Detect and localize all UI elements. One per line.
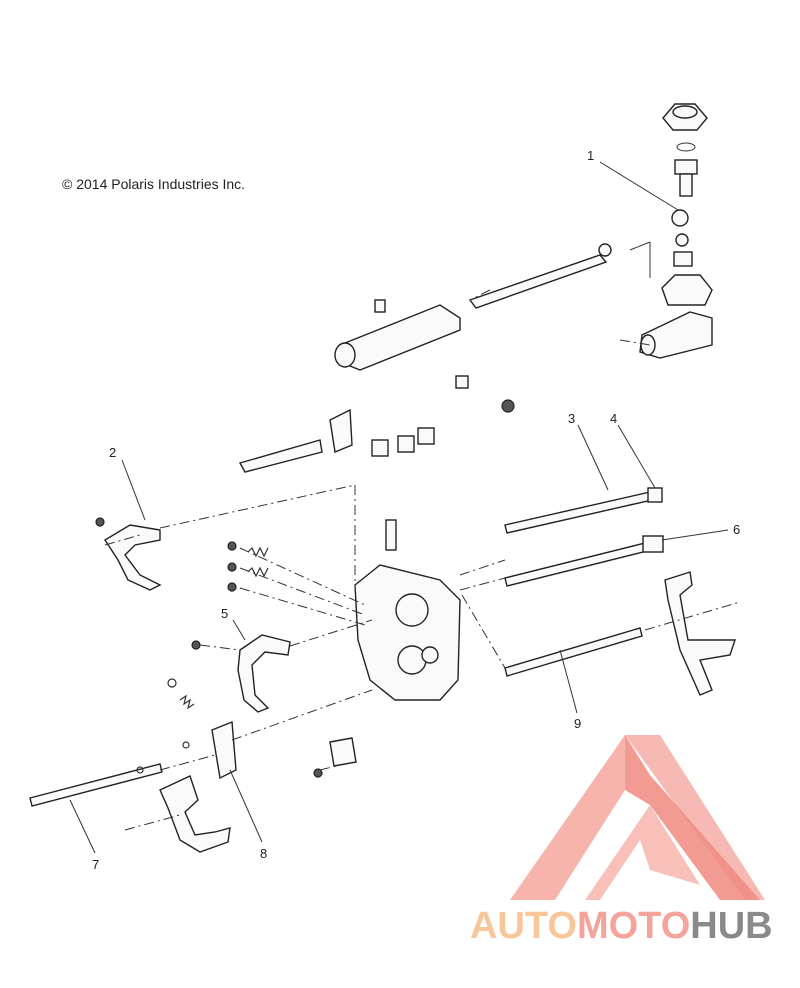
callout-7: 7 xyxy=(92,857,100,872)
shift-fork-right xyxy=(664,571,736,696)
callout-4: 4 xyxy=(610,411,618,426)
automotohub-wordmark: AUTOMOTOHUB xyxy=(470,905,773,948)
shift-fork-lower xyxy=(159,720,237,853)
callout-3: 3 xyxy=(568,411,576,426)
housing-plate xyxy=(354,519,461,701)
callout-5: 5 xyxy=(221,606,229,621)
wordmark-auto: AUTO xyxy=(470,905,577,947)
wordmark-moto: MOTO xyxy=(576,905,691,947)
shift-rails xyxy=(29,487,664,807)
callout-leaders xyxy=(69,161,729,854)
callout-1: 1 xyxy=(587,148,595,163)
upper-shift-shaft xyxy=(238,243,612,473)
shift-fork-2 xyxy=(104,524,162,591)
wordmark-hub: HUB xyxy=(690,905,773,947)
callout-6: 6 xyxy=(733,522,741,537)
shift-lever-assembly xyxy=(629,103,713,359)
springs-and-bolts xyxy=(95,517,357,778)
copyright-notice: © 2014 Polaris Industries Inc. xyxy=(62,176,246,192)
callout-8: 8 xyxy=(260,846,268,861)
callout-2: 2 xyxy=(109,445,117,460)
shift-fork-5 xyxy=(237,634,291,713)
callout-9: 9 xyxy=(574,716,582,731)
assembly-lines xyxy=(104,289,741,831)
automotohub-logo xyxy=(510,735,765,900)
